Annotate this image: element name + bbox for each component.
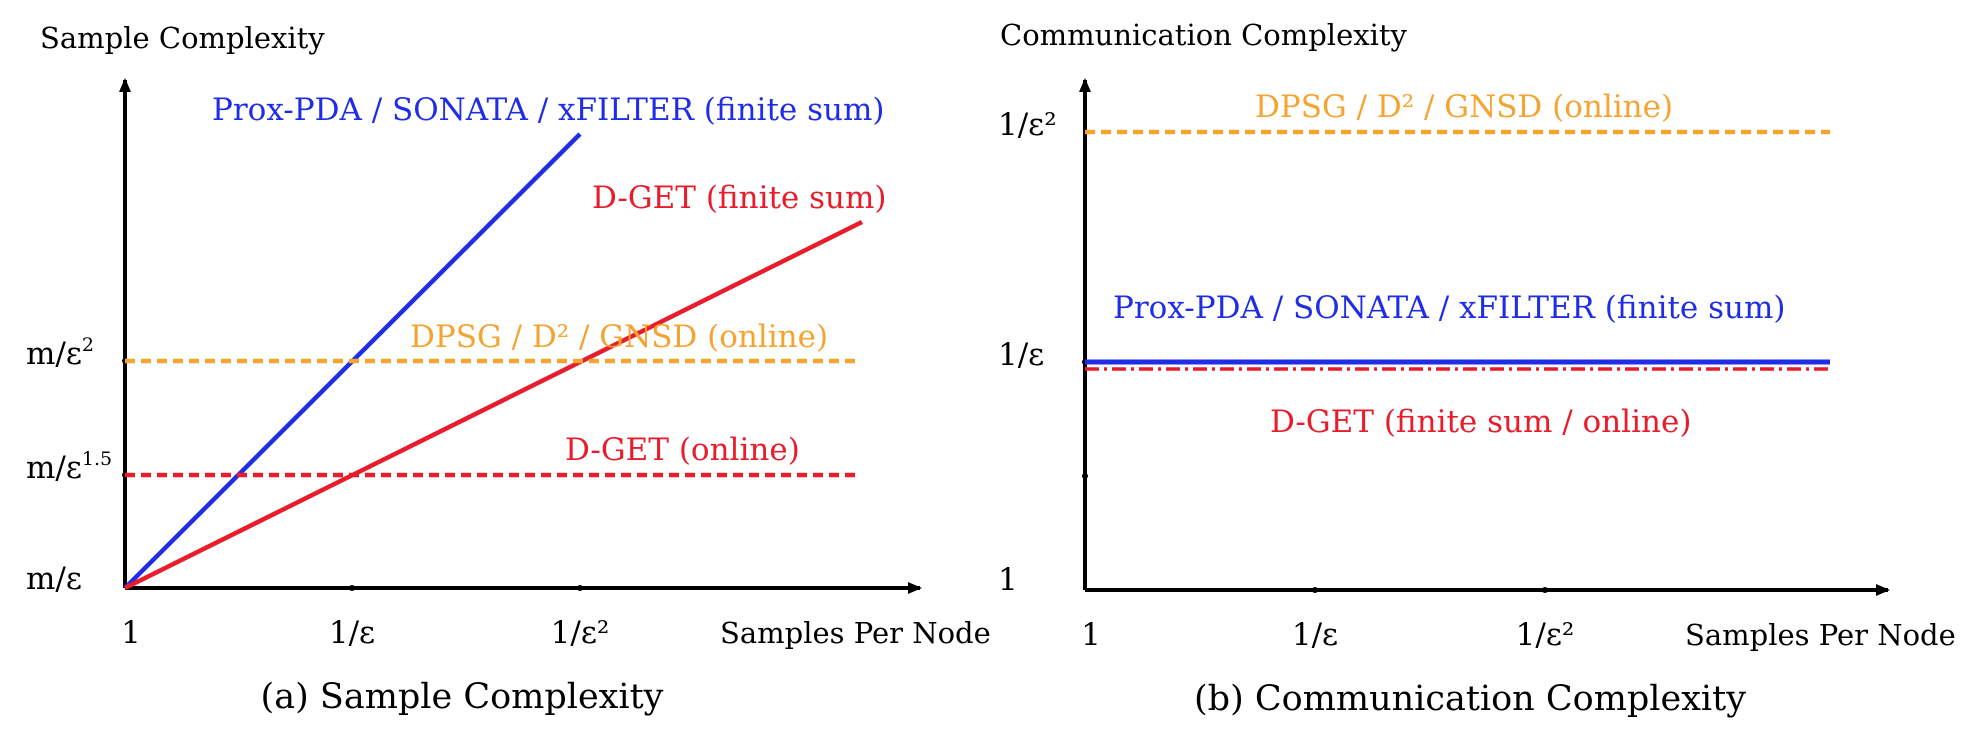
panel-b: Communication Complexity 1 1/ε 1/ε² Samp…	[998, 18, 1956, 719]
panel-b-x-tick-label: 1/ε	[1292, 617, 1338, 653]
panel-b-y-tick-label: 1	[998, 562, 1018, 598]
panel-b-x-tick-label: 1	[1081, 617, 1101, 653]
panel-b-y-title: Communication Complexity	[1000, 18, 1408, 52]
panel-b-x-title: Samples Per Node	[1685, 618, 1956, 652]
panel-a-x-tick-mark	[349, 585, 355, 591]
panel-b-series-label: D-GET (finite sum / online)	[1270, 404, 1691, 440]
panel-a: Sample Complexity 1 1/ε 1/ε² Samples Per…	[26, 21, 991, 717]
panel-a-y-title: Sample Complexity	[40, 21, 325, 55]
panel-a-series-label: Prox-PDA / SONATA / xFILTER (finite sum)	[212, 92, 884, 128]
panel-b-y-tick-label: 1/ε	[998, 337, 1044, 373]
panel-a-y-tick-label: m/ε1.5	[26, 448, 112, 486]
panel-b-x-tick-mark	[1542, 587, 1548, 593]
panel-a-series-label: D-GET (online)	[565, 432, 800, 468]
panel-a-series-label: D-GET (finite sum)	[592, 180, 887, 216]
panel-b-x-tick-label: 1/ε²	[1516, 617, 1575, 653]
panel-b-y-tick-label: 1/ε²	[998, 107, 1057, 143]
panel-a-caption: (a) Sample Complexity	[261, 677, 664, 717]
panel-b-series-label: Prox-PDA / SONATA / xFILTER (finite sum)	[1113, 290, 1785, 326]
panel-a-y-tick-label: m/ε2	[26, 334, 94, 372]
panel-b-series-label: DPSG / D² / GNSD (online)	[1255, 89, 1673, 125]
panel-a-series-dget-finite-line	[123, 219, 864, 591]
panel-a-x-tick-label: 1/ε	[329, 615, 375, 651]
panel-a-x-tick-label: 1/ε²	[551, 615, 610, 651]
panel-b-x-tick-mark	[1312, 587, 1318, 593]
panel-b-y-tick-mark	[1082, 473, 1088, 479]
panel-a-x-title: Samples Per Node	[720, 616, 991, 650]
panel-a-x-tick-label: 1	[121, 615, 141, 651]
panel-a-x-tick-mark	[577, 585, 583, 591]
panel-a-series-label: DPSG / D² / GNSD (online)	[410, 319, 828, 355]
panel-a-y-tick-label: m/ε	[26, 561, 82, 597]
panel-b-caption: (b) Communication Complexity	[1194, 679, 1746, 719]
